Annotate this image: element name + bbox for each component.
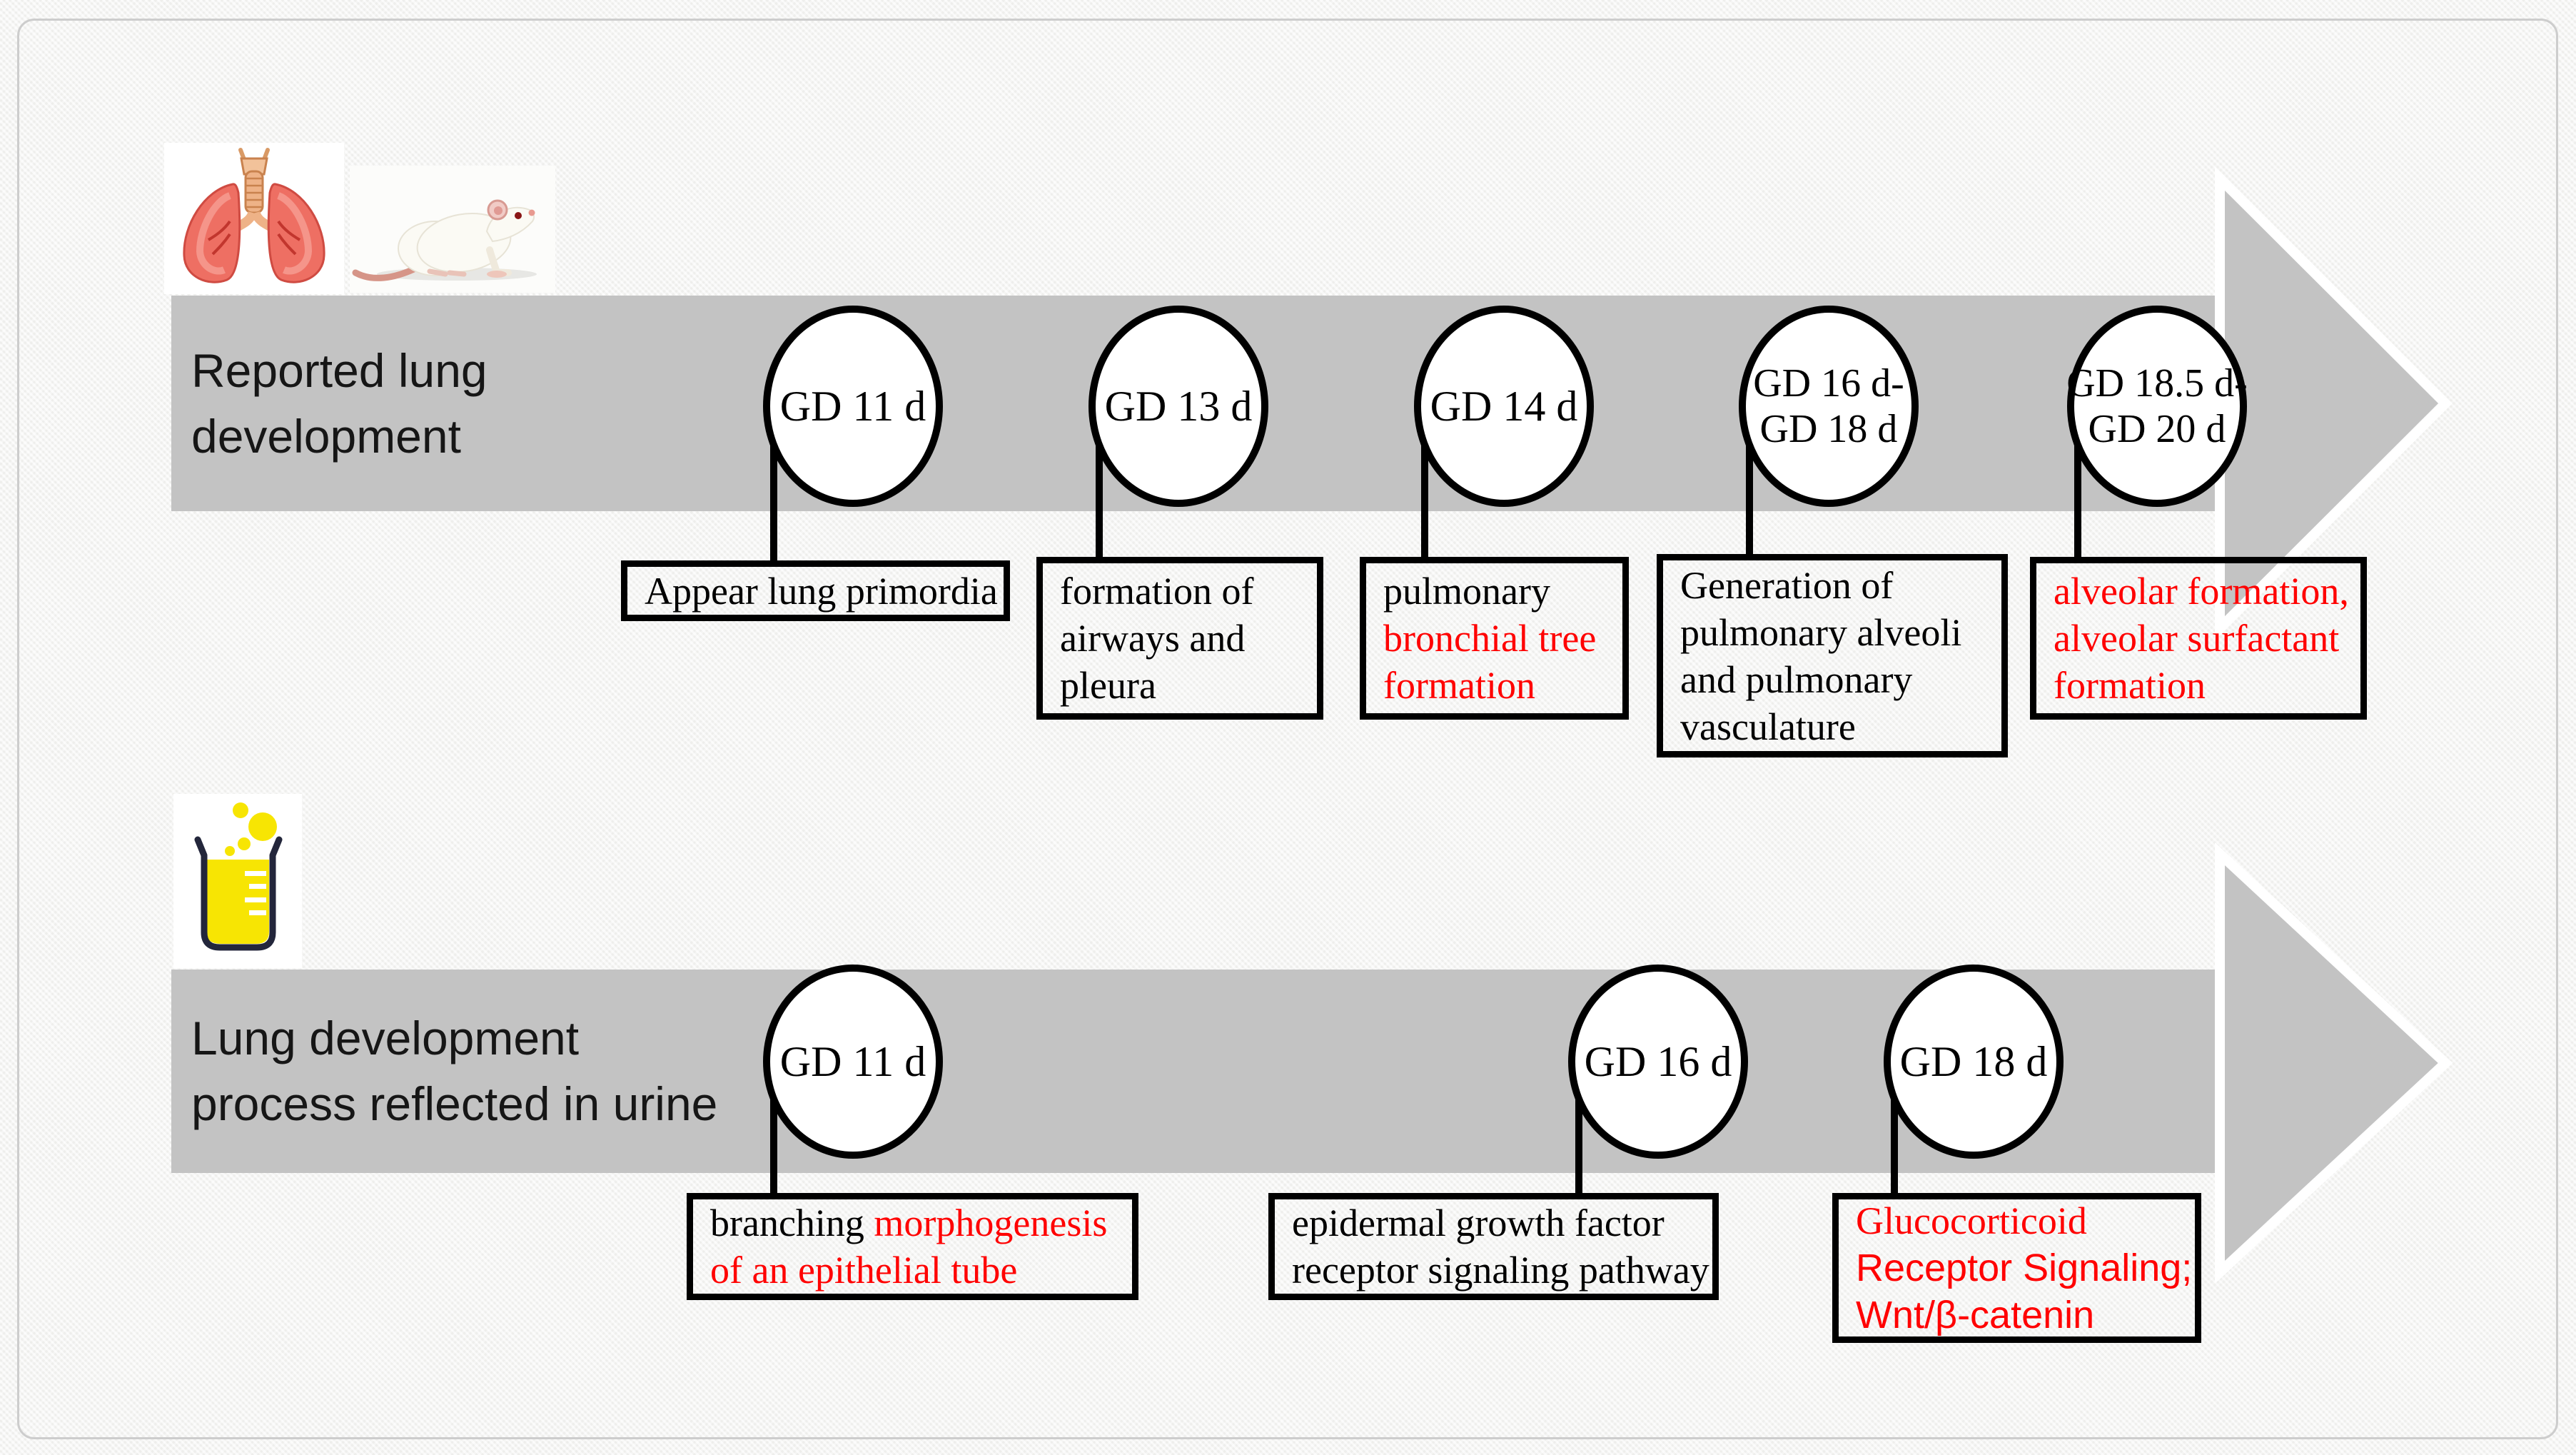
note-text: of an epithelial tube xyxy=(710,1249,1018,1292)
note-text: Appear lung primordia xyxy=(645,569,998,613)
note-line: alveolar surfactant xyxy=(2054,615,2343,662)
top-timeline-label: Reported lung development xyxy=(191,338,488,469)
note-text: bronchial tree xyxy=(1383,617,1597,660)
note-text: vasculature xyxy=(1680,705,1856,748)
bottom-timeline-label-line2: process reflected in urine xyxy=(191,1077,718,1130)
milestone-circle: GD 18 d xyxy=(1884,965,2064,1159)
note-text: formation xyxy=(1383,664,1535,707)
note-text: airways and xyxy=(1060,617,1246,660)
gd-label: GD 18.5 d-GD 20 d xyxy=(2066,361,2248,451)
bottom-timeline-label-line1: Lung development xyxy=(191,1012,580,1064)
connector-line xyxy=(770,406,777,567)
note-text: pleura xyxy=(1060,664,1156,707)
note-line: receptor signaling pathway xyxy=(1292,1247,1709,1294)
note-line: vasculature xyxy=(1680,703,1984,750)
bottom-arrow-band xyxy=(171,970,2217,1173)
gd-label: GD 13 d xyxy=(1104,383,1253,430)
note-line: and pulmonary xyxy=(1680,656,1984,703)
note-text: and pulmonary xyxy=(1680,658,1913,701)
note-line: of an epithelial tube xyxy=(710,1247,1115,1294)
note-text: pulmonary xyxy=(1383,570,1550,613)
urine-beaker-icon xyxy=(173,794,302,968)
milestone-circle: GD 11 d xyxy=(763,965,943,1159)
gd-label: GD 16 d xyxy=(1584,1038,1732,1085)
gd-label: GD 16 d-GD 18 d xyxy=(1753,361,1904,451)
note-text: Glucocorticoid xyxy=(1856,1199,2087,1242)
connector-line xyxy=(1096,406,1103,563)
milestone-circle: GD 16 d xyxy=(1568,965,1748,1159)
note-line: Receptor Signaling; xyxy=(1856,1244,2192,1292)
note-text: branching xyxy=(710,1202,874,1244)
note-text: morphogenesis xyxy=(874,1202,1108,1244)
slide-frame xyxy=(17,19,2558,1439)
note-text: formation xyxy=(2054,664,2206,707)
note-box: epidermal growth factor receptor signalin… xyxy=(1268,1193,1719,1300)
bottom-timeline-label: Lung development process reflected in ur… xyxy=(191,1005,717,1137)
connector-line xyxy=(1575,1062,1582,1199)
note-line: pleura xyxy=(1060,662,1300,709)
lungs-icon xyxy=(164,143,344,294)
connector-line xyxy=(1746,406,1753,560)
note-line: alveolar formation, xyxy=(2054,568,2349,615)
gd-label: GD 11 d xyxy=(779,383,926,430)
note-line: epidermal growth factor xyxy=(1292,1199,1695,1247)
note-box: Appear lung primordia xyxy=(621,560,1010,621)
note-line: branching morphogenesis xyxy=(710,1199,1115,1247)
milestone-circle: GD 16 d-GD 18 d xyxy=(1739,306,1919,507)
note-text: alveolar surfactant xyxy=(2054,617,2340,660)
note-line: formation xyxy=(1383,662,1605,709)
note-line: Glucocorticoid xyxy=(1856,1197,2178,1244)
bottom-arrow-head xyxy=(2215,842,2453,1284)
rat-icon xyxy=(350,166,555,293)
note-line: pulmonary xyxy=(1383,568,1605,615)
note-text: Generation of xyxy=(1680,563,1894,607)
milestone-circle: GD 13 d xyxy=(1089,306,1268,507)
note-line: bronchial tree xyxy=(1383,615,1605,662)
connector-line xyxy=(770,1062,777,1199)
connector-line xyxy=(1891,1062,1898,1199)
connector-line xyxy=(2074,406,2081,563)
gd-label: GD 14 d xyxy=(1430,383,1578,430)
note-text: epidermal growth factor xyxy=(1292,1202,1665,1244)
note-text: Receptor Signaling; xyxy=(1856,1247,2193,1289)
note-line: airways and xyxy=(1060,615,1300,662)
milestone-circle: GD 18.5 d-GD 20 d xyxy=(2066,306,2248,507)
note-line: Generation of xyxy=(1680,562,1984,609)
note-line: Wnt/β-catenin xyxy=(1856,1292,2178,1339)
gd-label: GD 18 d xyxy=(1899,1038,2048,1085)
connector-line xyxy=(1421,406,1428,563)
note-text: Wnt/β-catenin xyxy=(1856,1294,2095,1336)
milestone-circle: GD 11 d xyxy=(763,306,943,507)
gd-label: GD 11 d xyxy=(779,1038,926,1085)
note-line: pulmonary alveoli xyxy=(1680,609,1984,656)
note-text: pulmonary alveoli xyxy=(1680,610,1962,654)
note-text: receptor signaling pathway xyxy=(1292,1249,1709,1292)
top-timeline-label-line1: Reported lung xyxy=(191,344,488,397)
note-line: Appear lung primordia xyxy=(645,568,998,615)
milestone-circle: GD 14 d xyxy=(1414,306,1594,507)
note-text: formation of xyxy=(1060,570,1254,613)
note-line: formation xyxy=(2054,662,2343,709)
top-timeline-label-line2: development xyxy=(191,410,461,463)
note-line: formation of xyxy=(1060,568,1300,615)
note-text: alveolar formation, xyxy=(2054,570,2349,613)
